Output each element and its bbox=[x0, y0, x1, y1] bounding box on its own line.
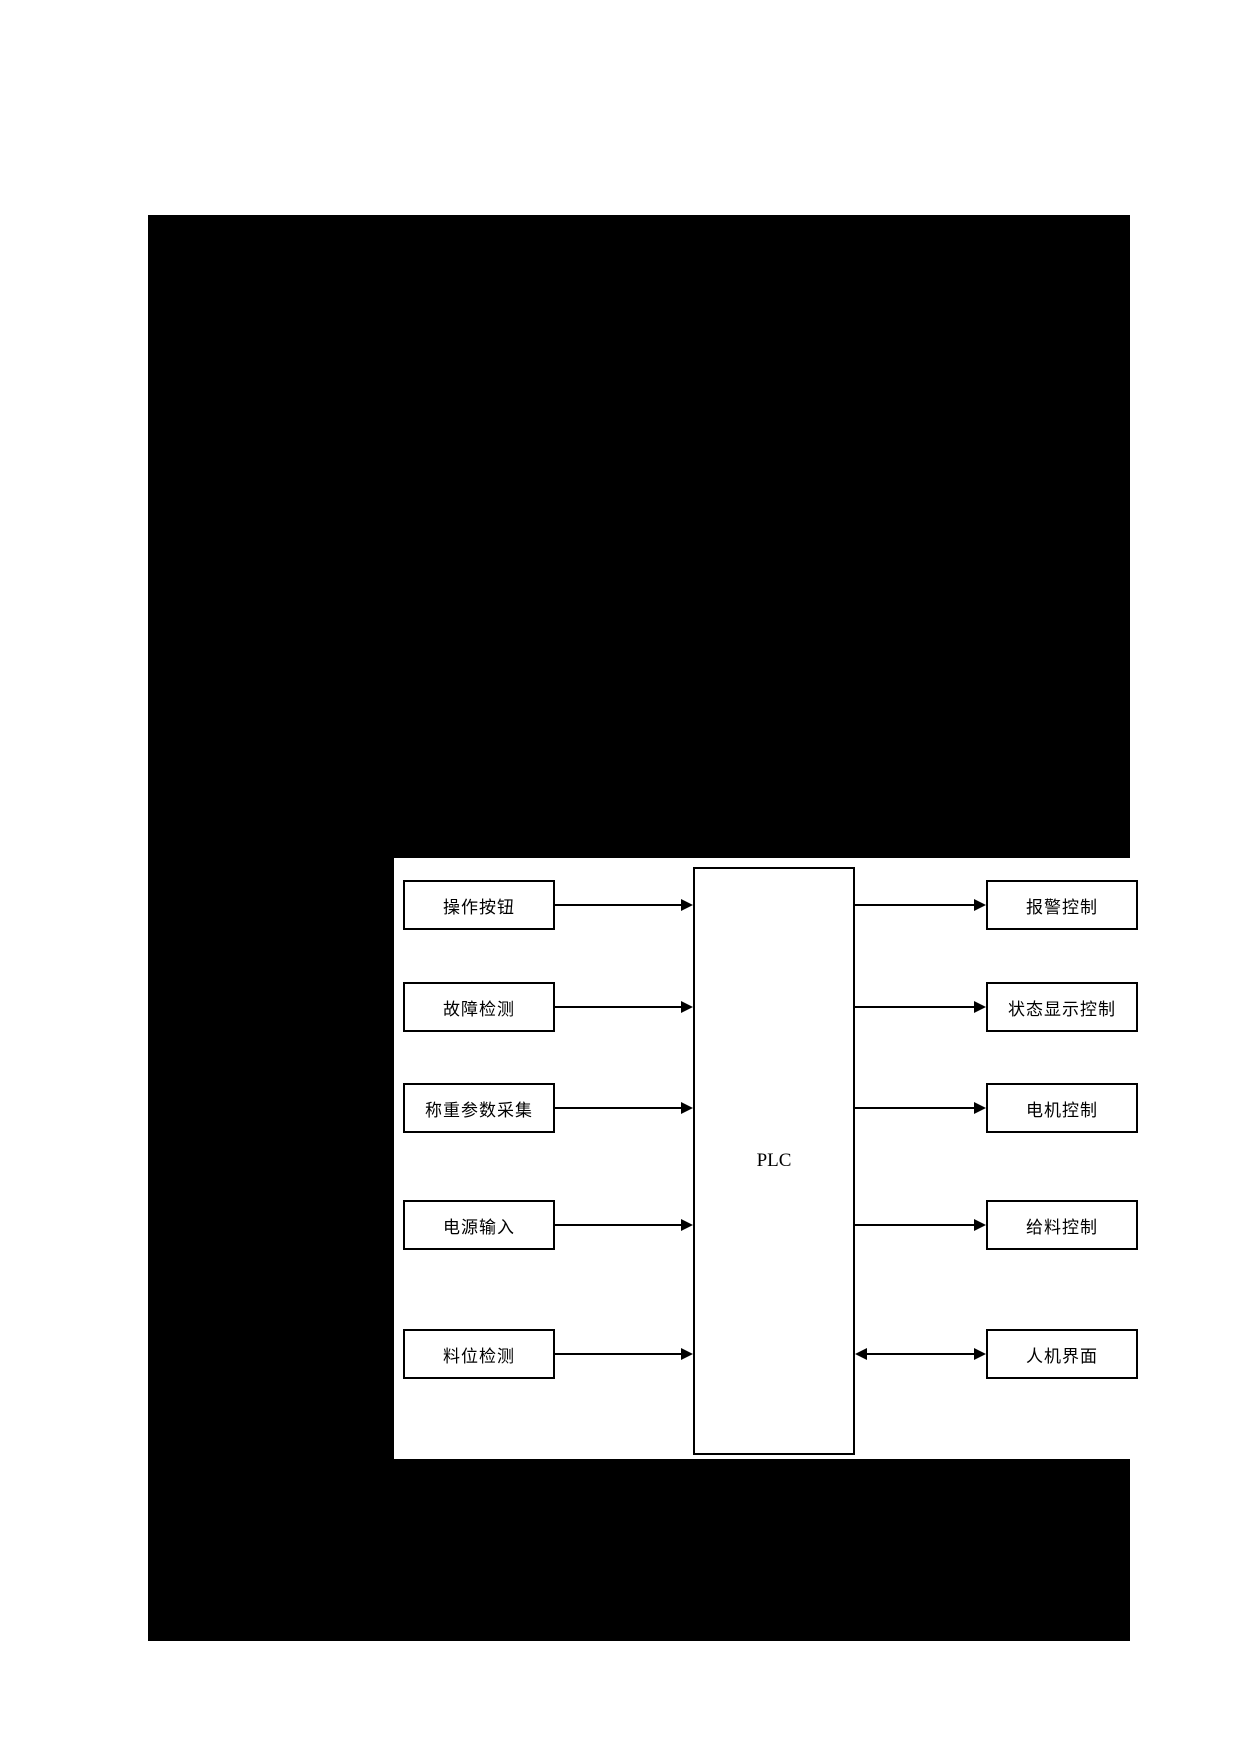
arrow-shaft bbox=[555, 1006, 683, 1008]
arrowhead-right-icon bbox=[974, 1001, 986, 1013]
human-machine-interface-block: 人机界面 bbox=[986, 1329, 1138, 1379]
operation-buttons-block: 操作按钮 bbox=[403, 880, 555, 930]
operation-buttons-label: 操作按钮 bbox=[443, 897, 515, 917]
arrow-power-input-to-plc bbox=[555, 1219, 693, 1231]
status-display-control-block: 状态显示控制 bbox=[986, 982, 1138, 1032]
status-display-control-label: 状态显示控制 bbox=[1008, 999, 1116, 1019]
alarm-control-label: 报警控制 bbox=[1026, 897, 1098, 917]
arrowhead-right-icon bbox=[974, 1102, 986, 1114]
feeding-control-label: 给料控制 bbox=[1026, 1217, 1098, 1237]
arrowhead-right-icon bbox=[974, 899, 986, 911]
weighing-parameter-acquisition-label: 称重参数采集 bbox=[425, 1100, 533, 1120]
arrow-shaft bbox=[855, 1006, 976, 1008]
arrow-shaft bbox=[555, 1224, 683, 1226]
arrow-shaft bbox=[555, 1107, 683, 1109]
fault-detection-block: 故障检测 bbox=[403, 982, 555, 1032]
arrowhead-right-icon bbox=[681, 1348, 693, 1360]
arrow-shaft bbox=[855, 1224, 976, 1226]
arrow-plc-to-status-display-control bbox=[855, 1001, 986, 1013]
motor-control-block: 电机控制 bbox=[986, 1083, 1138, 1133]
arrow-shaft bbox=[555, 1353, 683, 1355]
alarm-control-block: 报警控制 bbox=[986, 880, 1138, 930]
plc-label: PLC bbox=[756, 1150, 792, 1171]
arrow-material-level-detection-to-plc bbox=[555, 1348, 693, 1360]
motor-control-label: 电机控制 bbox=[1026, 1100, 1098, 1120]
arrowhead-right-icon bbox=[974, 1219, 986, 1231]
feeding-control-block: 给料控制 bbox=[986, 1200, 1138, 1250]
material-level-detection-block: 料位检测 bbox=[403, 1329, 555, 1379]
arrowhead-right-icon bbox=[974, 1348, 986, 1360]
arrow-operation-buttons-to-plc bbox=[555, 899, 693, 911]
arrow-plc-to-alarm-control bbox=[855, 899, 986, 911]
arrow-shaft bbox=[855, 1107, 976, 1109]
fault-detection-label: 故障检测 bbox=[443, 999, 515, 1019]
arrow-plc-to-human-machine-interface bbox=[855, 1348, 986, 1360]
plc-box: PLC bbox=[693, 867, 855, 1455]
weighing-parameter-acquisition-block: 称重参数采集 bbox=[403, 1083, 555, 1133]
arrow-plc-to-motor-control bbox=[855, 1102, 986, 1114]
plc-system-diagram: PLC 操作按钮故障检测称重参数采集电源输入料位检测 报警控制状态显示控制电机控制… bbox=[394, 858, 1154, 1459]
material-level-detection-label: 料位检测 bbox=[443, 1346, 515, 1366]
arrowhead-right-icon bbox=[681, 899, 693, 911]
power-input-block: 电源输入 bbox=[403, 1200, 555, 1250]
arrowhead-right-icon bbox=[681, 1219, 693, 1231]
arrowhead-right-icon bbox=[681, 1102, 693, 1114]
black-image-field: PLC 操作按钮故障检测称重参数采集电源输入料位检测 报警控制状态显示控制电机控制… bbox=[148, 215, 1154, 1641]
arrow-shaft bbox=[865, 1353, 976, 1355]
power-input-label: 电源输入 bbox=[443, 1217, 515, 1237]
arrow-shaft bbox=[855, 904, 976, 906]
human-machine-interface-label: 人机界面 bbox=[1026, 1346, 1098, 1366]
arrowhead-right-icon bbox=[681, 1001, 693, 1013]
arrow-weighing-parameter-acquisition-to-plc bbox=[555, 1102, 693, 1114]
arrow-plc-to-feeding-control bbox=[855, 1219, 986, 1231]
arrow-shaft bbox=[555, 904, 683, 906]
arrow-fault-detection-to-plc bbox=[555, 1001, 693, 1013]
arrowhead-left-icon bbox=[855, 1348, 867, 1360]
